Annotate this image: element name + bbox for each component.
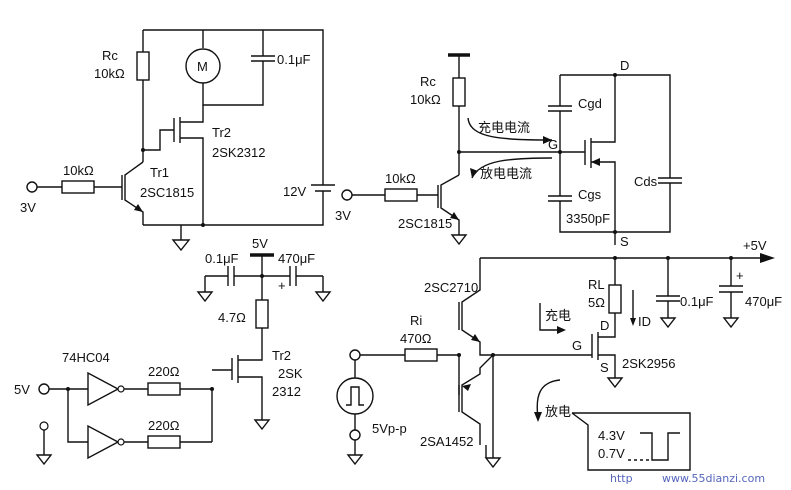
c4-cap-large: 470μF bbox=[745, 294, 782, 309]
c4-charge-label: 充电 bbox=[545, 308, 571, 323]
c1-tr1-label: Tr1 bbox=[150, 165, 169, 180]
watermark-prefix: http bbox=[610, 472, 633, 485]
rb-resistor-2 bbox=[384, 188, 418, 202]
c1-rc-value: 10kΩ bbox=[94, 66, 125, 81]
rb-resistor-1 bbox=[61, 180, 95, 194]
c3-tr2-part-a: 2SK bbox=[278, 366, 303, 381]
c2-gate-label: G bbox=[548, 137, 558, 152]
c2-rc-value: 10kΩ bbox=[410, 92, 441, 107]
c4-drain-label: D bbox=[600, 318, 609, 333]
c3-vcc-label: 5V bbox=[252, 236, 268, 251]
r-4-7-resistor bbox=[255, 299, 269, 329]
circuit-4-totem-pole-driver: +5V 0.1μF 470μF + RL 5Ω D ID 2SC2710 2SA… bbox=[336, 238, 782, 471]
ri-resistor bbox=[404, 348, 438, 362]
c1-cap-value: 0.1μF bbox=[277, 52, 311, 67]
input-terminal-2 bbox=[341, 189, 353, 201]
c1-motor-label: M bbox=[197, 59, 208, 74]
c3-r1-value: 220Ω bbox=[148, 364, 180, 379]
c4-supply-label: +5V bbox=[743, 238, 767, 253]
c3-cap-small: 0.1μF bbox=[205, 251, 239, 266]
c1-rc-label: Rc bbox=[102, 48, 118, 63]
c4-source-label: S bbox=[600, 360, 609, 375]
input-terminal-1 bbox=[26, 181, 38, 193]
c1-supply-voltage: 12V bbox=[283, 184, 306, 199]
r1-220-resistor bbox=[147, 382, 181, 396]
c2-cgs-label: Cgs bbox=[578, 187, 602, 202]
c4-plus-sign: + bbox=[736, 268, 744, 283]
c2-discharge-current: 放电电流 bbox=[480, 166, 532, 181]
c4-ri-value: 470Ω bbox=[400, 331, 432, 346]
c4-discharge-label: 放电 bbox=[545, 404, 571, 419]
circuit-1-motor-driver: Rc 10kΩ M 0.1μF Tr2 2SK2312 Tr1 2SC1815 … bbox=[20, 29, 335, 252]
c4-level-low: 0.7V bbox=[598, 446, 625, 461]
c1-tr1-part: 2SC1815 bbox=[140, 185, 194, 200]
c2-drain-label: D bbox=[620, 58, 629, 73]
c1-tr2-part: 2SK2312 bbox=[212, 145, 266, 160]
c4-level-high: 4.3V bbox=[598, 428, 625, 443]
c1-rb-value: 10kΩ bbox=[63, 163, 94, 178]
rc-resistor-1 bbox=[136, 51, 150, 81]
c3-r2-value: 220Ω bbox=[148, 418, 180, 433]
c4-rl-label: RL bbox=[588, 277, 605, 292]
c2-charge-current: 充电电流 bbox=[478, 120, 530, 135]
c3-plus-sign: + bbox=[278, 278, 286, 293]
c4-id-label: ID bbox=[638, 314, 651, 329]
c2-transistor-part: 2SC1815 bbox=[398, 216, 452, 231]
pulse-source bbox=[336, 377, 374, 415]
c4-source-amplitude: 5Vp-p bbox=[372, 421, 407, 436]
circuit-3-gate-driver: 5V 0.1μF 470μF + 4.7Ω Tr2 2SK 2312 74HC0… bbox=[14, 236, 332, 466]
r2-220-resistor bbox=[147, 435, 181, 449]
c3-cap-large: 470μF bbox=[278, 251, 315, 266]
watermark: http www.55dianzi.com bbox=[610, 472, 765, 485]
c4-cap-small: 0.1μF bbox=[680, 294, 714, 309]
c1-input-voltage: 3V bbox=[20, 200, 36, 215]
c2-rc-label: Rc bbox=[420, 74, 436, 89]
c2-rb-value: 10kΩ bbox=[385, 171, 416, 186]
rc-resistor-2 bbox=[452, 77, 466, 107]
c2-cgd-label: Cgd bbox=[578, 96, 602, 111]
circuit-2-gate-capacitance: Rc 10kΩ 充电电流 放电电流 G D S Cgd Cgs 3350pF C… bbox=[335, 53, 682, 249]
c3-tr2-part-b: 2312 bbox=[272, 384, 301, 399]
c4-rl-value: 5Ω bbox=[588, 295, 605, 310]
c4-mosfet-part: 2SK2956 bbox=[622, 356, 676, 371]
watermark-site: www.55dianzi.com bbox=[662, 472, 765, 485]
c3-tr2-label: Tr2 bbox=[272, 348, 291, 363]
rl-resistor bbox=[608, 284, 622, 314]
c4-npn-part: 2SC2710 bbox=[424, 280, 478, 295]
c2-cds-label: Cds bbox=[634, 174, 658, 189]
c4-gate-label: G bbox=[572, 338, 582, 353]
c2-source-label: S bbox=[620, 234, 629, 249]
c2-input-voltage: 3V bbox=[335, 208, 351, 223]
c3-r-value: 4.7Ω bbox=[218, 310, 246, 325]
c1-tr2-label: Tr2 bbox=[212, 125, 231, 140]
c3-input-voltage: 5V bbox=[14, 382, 30, 397]
input-terminal-3 bbox=[38, 383, 50, 395]
c3-ic-label: 74HC04 bbox=[62, 350, 110, 365]
c4-pnp-part: 2SA1452 bbox=[420, 434, 474, 449]
c4-ri-label: Ri bbox=[410, 313, 422, 328]
c2-cgs-value: 3350pF bbox=[566, 211, 610, 226]
